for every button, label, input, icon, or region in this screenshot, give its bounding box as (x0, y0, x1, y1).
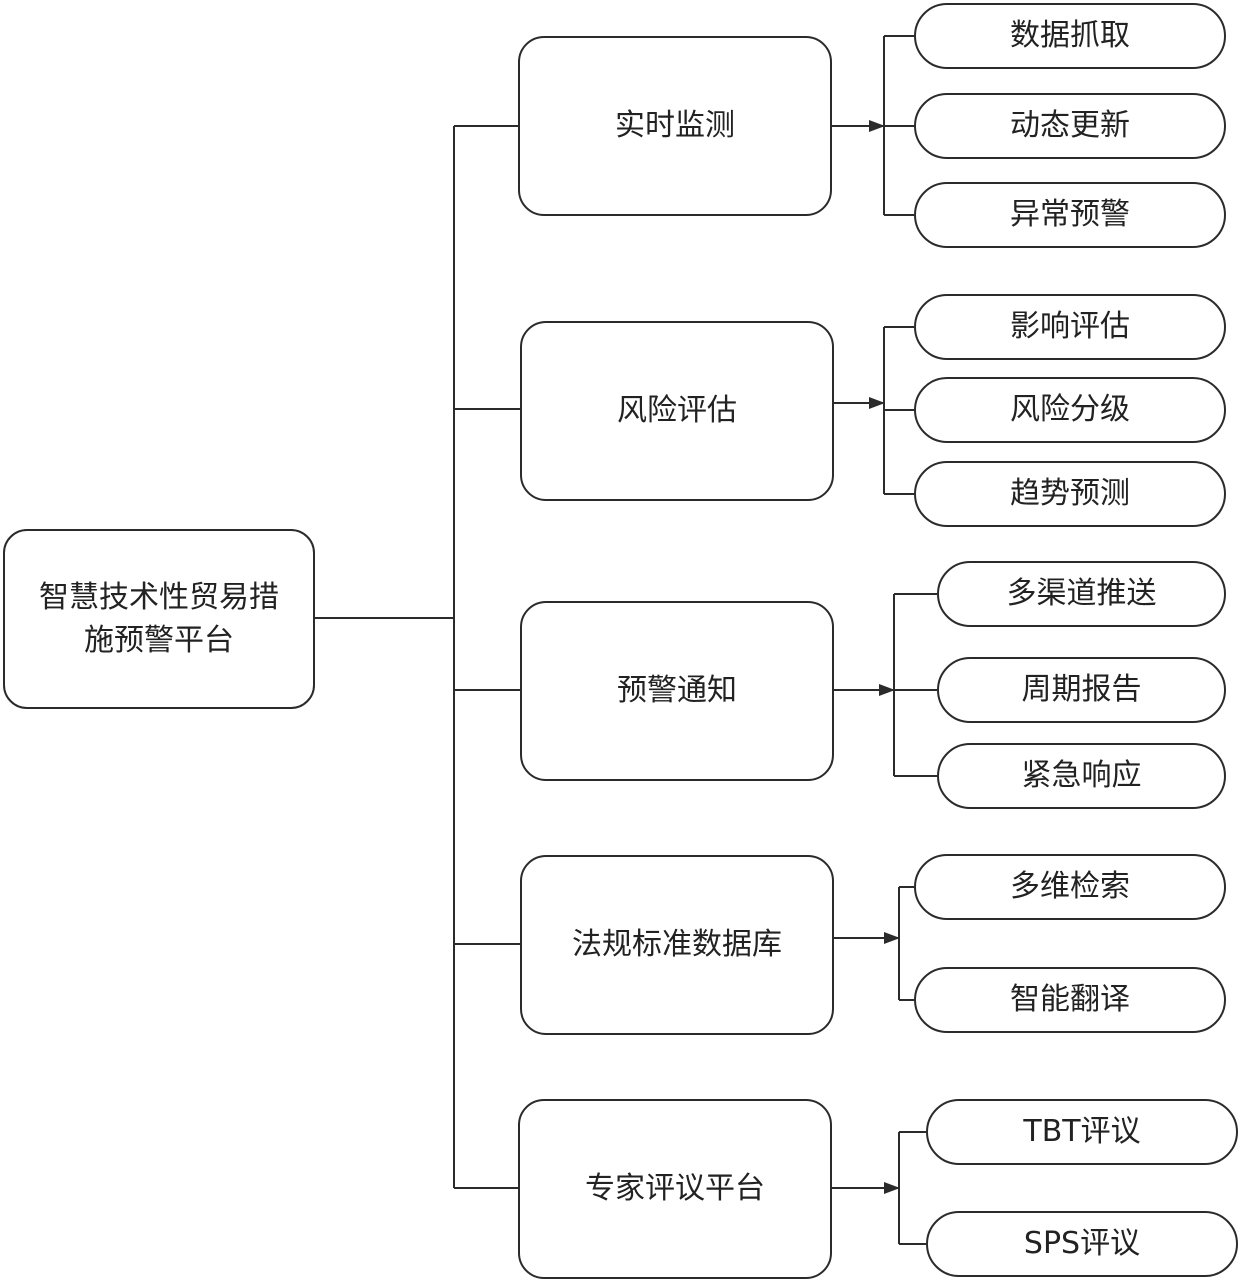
leaf-label-3-2: 周期报告 (1021, 672, 1142, 708)
leaf-label-3-1: 多渠道推送 (1006, 576, 1157, 612)
leaf-node-1-2: 动态更新 (914, 93, 1226, 159)
leaf-node-2-2: 风险分级 (914, 377, 1226, 443)
module-label-1: 实时监测 (615, 108, 735, 144)
module-label-3: 预警通知 (617, 673, 737, 709)
leaf-label-3-3: 紧急响应 (1021, 758, 1142, 794)
leaf-label-5-1: TBT评议 (1023, 1114, 1141, 1150)
leaf-node-5-2: SPS评议 (926, 1211, 1238, 1277)
leaf-label-2-3: 趋势预测 (1010, 476, 1130, 512)
leaf-label-5-2: SPS评议 (1023, 1226, 1141, 1262)
leaf-node-3-3: 紧急响应 (937, 743, 1226, 809)
leaf-node-1-3: 异常预警 (914, 182, 1226, 248)
module-node-1: 实时监测 (518, 36, 832, 216)
root-title: 智慧技术性贸易措施预警平台 (39, 579, 279, 659)
module-label-4: 法规标准数据库 (572, 927, 782, 963)
leaf-node-3-1: 多渠道推送 (937, 561, 1226, 627)
leaf-label-1-3: 异常预警 (1010, 197, 1130, 233)
leaf-node-2-3: 趋势预测 (914, 461, 1226, 527)
leaf-node-5-1: TBT评议 (926, 1099, 1238, 1165)
leaf-node-1-1: 数据抓取 (914, 3, 1226, 69)
leaf-label-4-1: 多维检索 (1010, 869, 1130, 905)
leaf-label-2-1: 影响评估 (1010, 309, 1130, 345)
leaf-node-3-2: 周期报告 (937, 657, 1226, 723)
module-node-5: 专家评议平台 (518, 1099, 832, 1279)
leaf-label-2-2: 风险分级 (1010, 392, 1130, 428)
module-node-3: 预警通知 (520, 601, 834, 781)
leaf-node-4-1: 多维检索 (914, 854, 1226, 920)
module-label-5: 专家评议平台 (585, 1171, 765, 1207)
leaf-label-4-2: 智能翻译 (1010, 982, 1130, 1018)
leaf-label-1-1: 数据抓取 (1010, 18, 1130, 54)
leaf-node-2-1: 影响评估 (914, 294, 1226, 360)
leaf-node-4-2: 智能翻译 (914, 967, 1226, 1033)
module-label-2: 风险评估 (617, 393, 737, 429)
module-node-2: 风险评估 (520, 321, 834, 501)
module-node-4: 法规标准数据库 (520, 855, 834, 1035)
root-node: 智慧技术性贸易措施预警平台 (3, 529, 315, 709)
leaf-label-1-2: 动态更新 (1010, 108, 1130, 144)
